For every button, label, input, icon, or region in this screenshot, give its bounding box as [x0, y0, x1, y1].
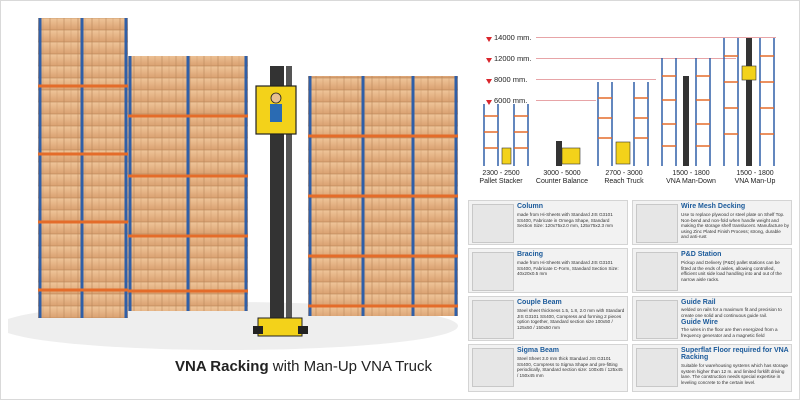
component-cell-guide-rail-wire: Guide Rail welded on rails for a maximum…: [632, 296, 792, 341]
height-label: 6000 mm.: [494, 96, 528, 105]
rack-height-diagram: [483, 38, 775, 166]
height-arrow-icon: [486, 79, 492, 84]
couple-beam-thumbnail: [472, 300, 514, 339]
rack-block-middle: [128, 56, 248, 311]
illustration-caption: VNA Racking with Man-Up VNA Truck: [175, 358, 465, 375]
rack-block-right: [308, 76, 458, 316]
column-thumbnail: [472, 204, 514, 243]
height-line: [536, 58, 736, 59]
caption-rest: with Man-Up VNA Truck: [268, 358, 433, 375]
height-line: [536, 37, 776, 38]
right-panel: 14000 mm. 12000 mm. 8000 mm. 6000 mm.: [468, 8, 792, 394]
bracing-thumbnail: [472, 252, 514, 291]
caption-bold: VNA Racking: [175, 358, 269, 375]
component-cell-column: Column made from Hi-Sheets with Standard…: [468, 200, 628, 245]
component-cell-sigma-beam: Sigma Beam Steel Sheet 3.0 mm thick Stan…: [468, 344, 628, 392]
height-arrow-icon: [486, 100, 492, 105]
vna-truck: [253, 66, 308, 337]
height-line: [536, 79, 656, 80]
superflat-floor-thumbnail: [636, 348, 678, 387]
component-cell-pd-station: P&D Station Pickup and Delivery (P&D) pa…: [632, 248, 792, 293]
height-arrow-icon: [486, 37, 492, 42]
wire-mesh-thumbnail: [636, 204, 678, 243]
component-cell-wire-mesh-decking: Wire Mesh Decking Use to replace plywood…: [632, 200, 792, 245]
guide-rail-thumbnail: [636, 300, 678, 339]
sigma-beam-thumbnail: [472, 348, 514, 387]
component-cell-couple-beam: Couple Beam Steel sheet thickness 1.5, 1…: [468, 296, 628, 341]
height-label: 8000 mm.: [494, 75, 528, 84]
height-line: [536, 100, 596, 101]
vna-racking-illustration: [8, 18, 458, 350]
height-label: 14000 mm.: [494, 33, 532, 42]
height-label: 12000 mm.: [494, 54, 532, 63]
component-cell-superflat-floor: Superflat Floor required for VNA Racking…: [632, 344, 792, 392]
rack-block-left: [38, 18, 128, 318]
component-cell-bracing: Bracing made from Hi-Sheets with Standar…: [468, 248, 628, 293]
pd-station-thumbnail: [636, 252, 678, 291]
height-arrow-icon: [486, 58, 492, 63]
